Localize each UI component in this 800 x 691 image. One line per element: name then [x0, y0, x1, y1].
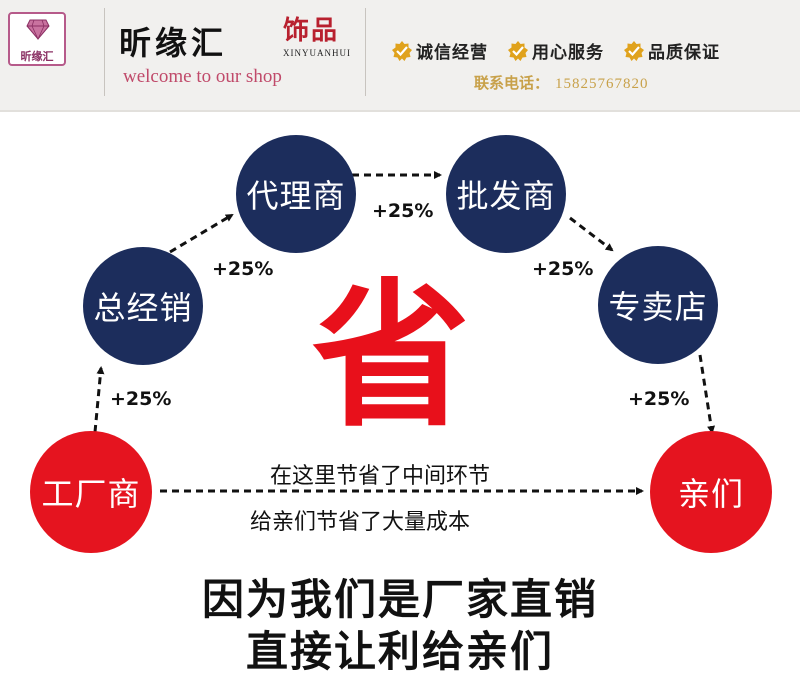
node-general-distributor: 总经销: [83, 247, 203, 365]
shop-header: 昕缘汇 昕缘汇 饰品 XINYUANHUI welcome to our sho…: [0, 0, 800, 112]
node-agent: 代理商: [236, 135, 356, 253]
check-badge-icon: [392, 40, 412, 61]
node-customers: 亲们: [650, 431, 772, 553]
contact-label: 联系电话：: [474, 74, 550, 92]
footer-line1: 因为我们是厂家直销: [201, 575, 598, 624]
arrow-wholesaler-to-store: [569, 216, 614, 252]
arrow-distributor-to-agent: [169, 213, 234, 254]
markup-label-3: +25%: [372, 200, 434, 222]
arrow-factory-to-distributor: [93, 366, 105, 433]
save-character: 省: [312, 265, 470, 449]
contact-phone[interactable]: 15825767820: [555, 76, 649, 92]
markup-label-2: +25%: [212, 258, 274, 280]
service-badges: 诚信经营 用心服务 品质保证: [392, 38, 720, 63]
markup-label-5: +25%: [628, 388, 690, 410]
node-wholesaler: 批发商: [446, 135, 566, 253]
markup-label-1: +25%: [110, 388, 172, 410]
node-factory: 工厂商: [30, 431, 152, 553]
badge-label: 品质保证: [648, 43, 720, 63]
check-badge-icon: [508, 40, 528, 61]
brand-name: 昕缘汇: [119, 24, 228, 62]
brand-pinyin: XINYUANHUI: [283, 48, 351, 58]
diamond-icon: [26, 19, 50, 40]
logo-text: 昕缘汇: [20, 50, 54, 63]
welcome-text: welcome to our shop: [123, 66, 282, 87]
contact-info: 联系电话： 15825767820: [474, 72, 649, 93]
badge-label: 用心服务: [532, 43, 604, 63]
badge-integrity: 诚信经营: [392, 38, 488, 63]
arrow-store-to-customers: [698, 354, 716, 434]
markup-label-4: +25%: [532, 258, 594, 280]
footer-line2: 直接让利给亲们: [245, 627, 554, 676]
middle-text-line2: 给亲们节省了大量成本: [250, 510, 471, 535]
badge-service: 用心服务: [508, 38, 604, 63]
middle-text-line1: 在这里节省了中间环节: [270, 464, 491, 489]
brand-suffix: 饰品: [283, 16, 340, 46]
badge-quality: 品质保证: [624, 38, 720, 63]
badge-label: 诚信经营: [416, 43, 488, 63]
node-store: 专卖店: [598, 246, 718, 364]
check-badge-icon: [624, 40, 644, 61]
shop-logo[interactable]: 昕缘汇: [8, 12, 66, 66]
brand-panel: 昕缘汇 饰品 XINYUANHUI welcome to our shop: [104, 8, 366, 96]
